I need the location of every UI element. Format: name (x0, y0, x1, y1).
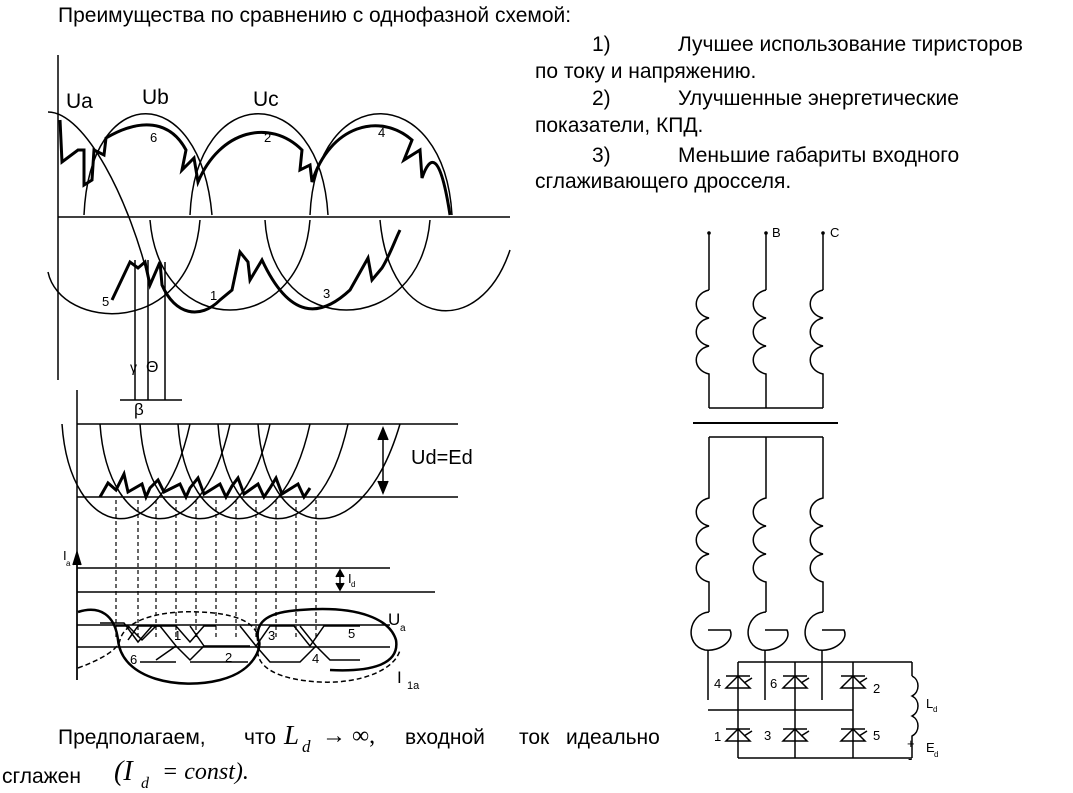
ua-upper-arc (47, 111, 151, 286)
advantage-2-number: 2) (592, 87, 611, 110)
wave-number-4: 4 (378, 125, 385, 140)
lower-arc-1 (149, 219, 311, 311)
uc-upper-arc (189, 113, 329, 216)
id-sub: d (351, 580, 355, 589)
advantage-1-number: 1) (592, 33, 611, 56)
ua-current-sub: a (400, 623, 406, 634)
pulse-arc-5 (217, 423, 349, 520)
phase-label-ua: Ua (66, 90, 93, 113)
wave-number-6: 6 (150, 130, 157, 145)
circuit-label-b: B (772, 225, 781, 240)
i1a-sub: 1a (407, 680, 420, 692)
current-number-3: 3 (268, 628, 275, 643)
thyristor-label-4: 4 (714, 676, 721, 691)
formula-ld-subscript: d (302, 737, 311, 756)
thyristor-label-1: 1 (714, 729, 721, 744)
current-number-4: 4 (312, 651, 319, 666)
lower-envelope (110, 229, 402, 314)
circuit-label-c: C (830, 225, 839, 240)
wave-number-5: 5 (102, 294, 109, 309)
ed-label: E (926, 740, 935, 755)
thyristor-label-3: 3 (764, 728, 771, 743)
ed-sub: d (934, 750, 938, 759)
current-number-6: 6 (130, 652, 137, 667)
ld-inductor (910, 675, 919, 744)
terminal-a (707, 231, 711, 235)
phase-label-uc: Uc (253, 88, 279, 111)
advantage-3-number: 3) (592, 144, 611, 167)
secondary-coil-b (752, 437, 767, 612)
minus-sign: - (908, 751, 912, 766)
secondary-coil-a (695, 437, 710, 612)
pulse-arc-2 (99, 423, 231, 520)
advantage-3-line2: сглаживающего дросселя. (535, 170, 792, 193)
dashed-current-loop (77, 611, 401, 683)
primary-coil-a (695, 289, 710, 408)
ua-current-label: U (388, 610, 400, 629)
footer-word-4: ток (519, 726, 550, 749)
gamma-label: γ (130, 359, 137, 375)
advantage-2-line1: Улучшенные энергетические (678, 87, 959, 110)
formula-ld-symbol: L (284, 720, 300, 750)
pulse-arc-4 (177, 423, 311, 520)
terminal-b (764, 231, 768, 235)
plus-sign: + (907, 736, 915, 751)
thyristor-label-5: 5 (873, 728, 880, 743)
advantage-1-line2: по току и напряжению. (535, 60, 757, 83)
thyristor-label-6: 6 (770, 676, 777, 691)
rectified-envelope (98, 469, 312, 502)
thyristors (724, 674, 868, 742)
wave-number-3: 3 (323, 286, 330, 301)
heading: Преимущества по сравнению с однофазной с… (58, 4, 572, 27)
phase-label-ub: Ub (142, 86, 169, 109)
i1a-label: I (397, 668, 402, 687)
current-number-1: 1 (174, 628, 181, 643)
ld-label: L (926, 696, 933, 711)
formula-id-subscript: d (141, 775, 149, 792)
secondary-coil-c (809, 437, 824, 612)
pulse-arc-6 (257, 423, 401, 520)
pulse-arc-1 (61, 423, 191, 520)
formula-id-open: (I (114, 756, 133, 787)
lower-arc-5 (47, 219, 201, 315)
ia-axis-sub: a (66, 559, 71, 568)
thyristor-label-2: 2 (873, 681, 880, 696)
formula-id-rest: = const). (162, 759, 249, 785)
advantage-3-line1: Меньшие габариты входного (678, 144, 960, 167)
ia-axis-label: I (63, 548, 67, 563)
footer-word-1: Предполагаем, (58, 726, 206, 749)
lower-arc-3 (264, 219, 431, 311)
current-number-5: 5 (348, 626, 355, 641)
ub-upper-arc (83, 113, 213, 216)
ud-ed-label: Ud=Ed (411, 447, 473, 469)
id-label: I (348, 571, 352, 586)
current-number-2: 2 (225, 650, 232, 665)
current-pulse-2 (116, 625, 157, 642)
footer-word-2: что (244, 726, 277, 749)
primary-coil-b (752, 289, 767, 408)
pulse-arc-3 (139, 423, 271, 520)
theta-label: Θ (146, 359, 158, 376)
footer-word-5: идеально (566, 726, 660, 749)
footer-word-6: сглажен (2, 765, 81, 788)
wave-number-2: 2 (264, 130, 271, 145)
footer-word-3: входной (405, 726, 485, 749)
primary-coil-c (809, 289, 824, 408)
ld-sub: d (933, 705, 937, 714)
upper-envelope (58, 119, 452, 216)
beta-label: β (134, 400, 144, 419)
advantage-1-line1: Лучшее использование тиристоров (678, 33, 1023, 56)
formula-ld-rest: → ∞, (322, 723, 376, 749)
wave-number-1: 1 (210, 288, 217, 303)
terminal-c (821, 231, 825, 235)
advantage-2-line2: показатели, КПД. (535, 114, 704, 137)
